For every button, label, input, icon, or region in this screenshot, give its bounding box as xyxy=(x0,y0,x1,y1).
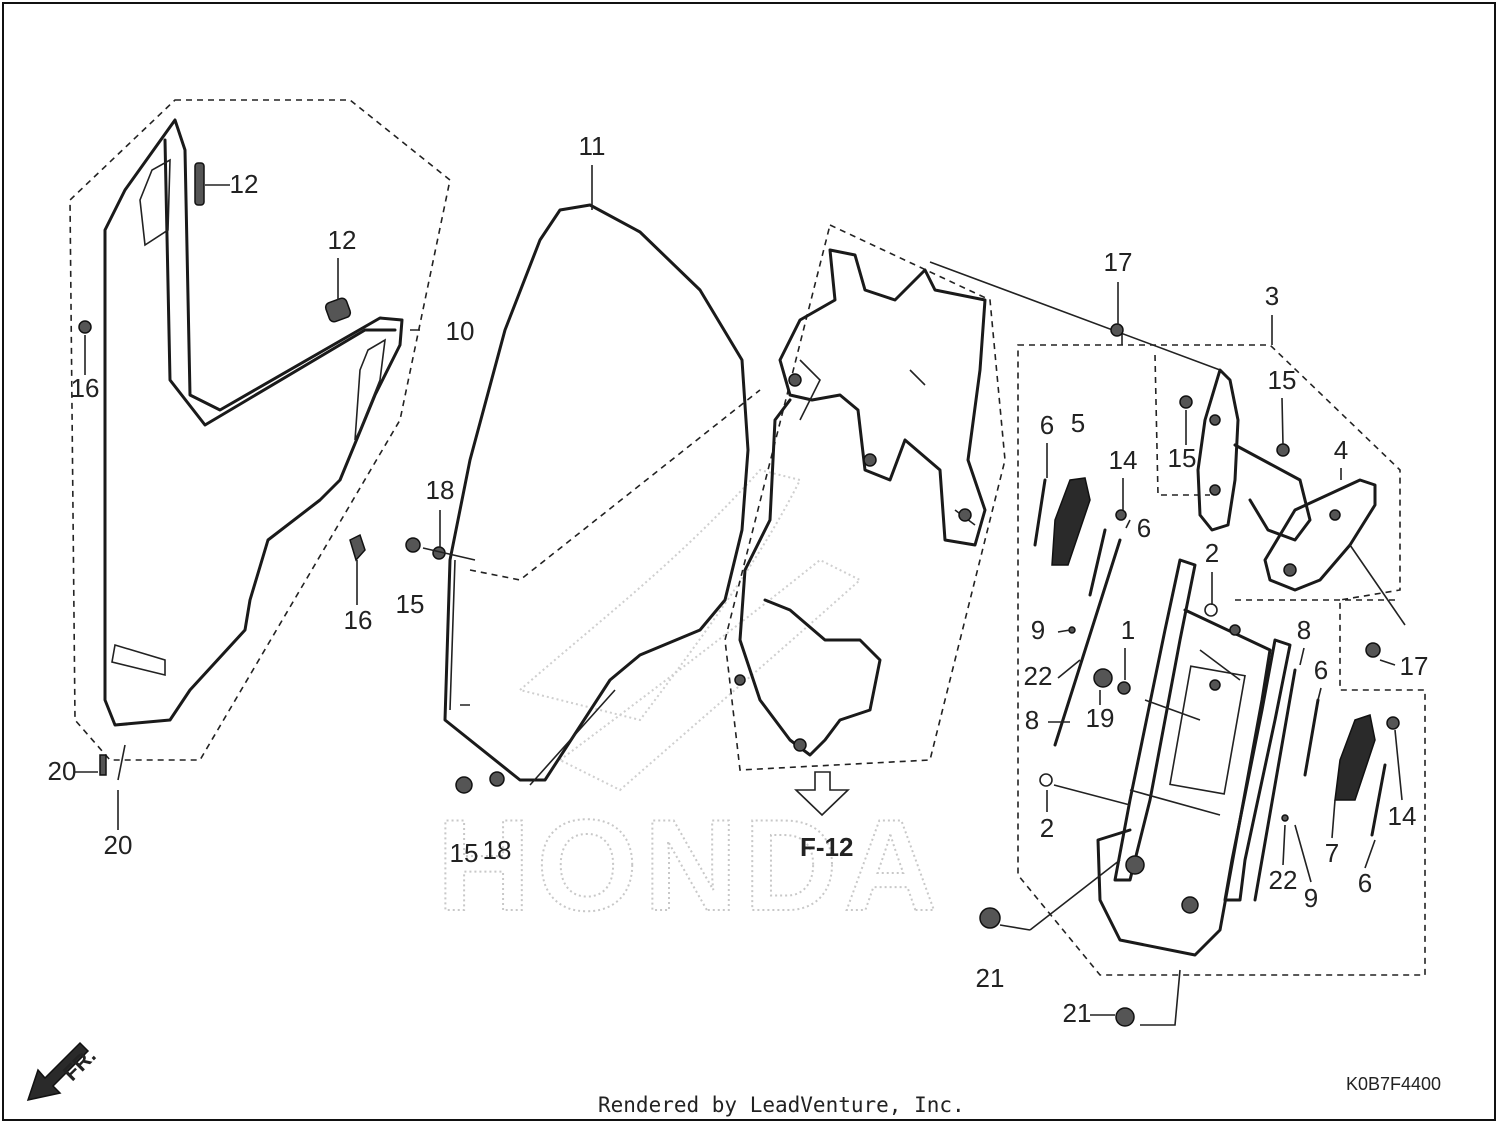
callout-12b: 12 xyxy=(328,225,357,255)
reference-arrow-f12 xyxy=(794,771,850,817)
bolt-15-right-b xyxy=(1276,443,1290,457)
callout-22b: 22 xyxy=(1269,865,1298,895)
front-direction-arrow-icon xyxy=(26,1041,90,1102)
clip-9-right xyxy=(1281,814,1289,822)
callout-6d: 6 xyxy=(1358,868,1372,898)
callout-7: 7 xyxy=(1325,838,1339,868)
washer-1 xyxy=(1117,681,1131,695)
spring-part-6-right-a xyxy=(1303,698,1320,777)
callout-16a: 16 xyxy=(71,373,100,403)
callout-15b: 15 xyxy=(450,838,479,868)
spring-part-6-mid xyxy=(1088,528,1107,597)
collar-2-upper xyxy=(1204,603,1218,617)
front-cowl-part-10 xyxy=(103,118,404,727)
callout-14a: 14 xyxy=(1109,445,1138,475)
bolt-14-upper xyxy=(1115,509,1127,521)
honda-watermark-logo: HONDA xyxy=(436,468,944,939)
callout-4: 4 xyxy=(1334,435,1348,465)
bolt-15-right-a xyxy=(1179,395,1193,409)
callout-9b: 9 xyxy=(1304,883,1318,913)
honda-badge xyxy=(111,643,166,677)
hinge-bracket-part-4 xyxy=(1263,478,1406,626)
reference-label-f12: F-12 xyxy=(800,832,854,862)
callout-17a: 17 xyxy=(1104,247,1133,277)
callout-15c: 15 xyxy=(1268,365,1297,395)
windscreen-part-11 xyxy=(443,203,750,786)
meter-bracket xyxy=(734,248,987,757)
callout-21a: 21 xyxy=(976,963,1005,993)
group-outline-bracket xyxy=(724,223,1006,771)
slider-part-5 xyxy=(1051,477,1091,566)
callout-15a: 15 xyxy=(396,589,425,619)
callout-6b: 6 xyxy=(1137,513,1151,543)
collar-2-lower xyxy=(1039,773,1053,787)
nut-15-lower xyxy=(455,776,473,794)
washer-18-lower xyxy=(489,771,505,787)
callout-21b: 21 xyxy=(1063,998,1092,1028)
callout-3: 3 xyxy=(1265,281,1279,311)
callout-17b: 17 xyxy=(1400,651,1429,681)
rod-part-8-left xyxy=(1053,519,1131,747)
callout-18a: 18 xyxy=(426,475,455,505)
callout-22a: 22 xyxy=(1024,661,1053,691)
group-outline-mechanism xyxy=(1017,344,1426,976)
callout-16b: 16 xyxy=(344,605,373,635)
bolt-14-lower xyxy=(1386,716,1400,730)
bolt-16-left xyxy=(78,320,92,334)
callout-labels: 12 12 10 16 16 20 20 11 18 15 15 18 17 3… xyxy=(48,131,1429,1028)
bolt-15-upper xyxy=(405,537,421,553)
screw-20-right xyxy=(117,744,126,781)
leader-17a xyxy=(929,261,1221,371)
callout-18b: 18 xyxy=(483,835,512,865)
bolt-16-center xyxy=(349,533,366,562)
grommet-12a xyxy=(194,162,205,206)
callout-5: 5 xyxy=(1071,408,1085,438)
callout-12a: 12 xyxy=(230,169,259,199)
callout-2a: 2 xyxy=(1205,538,1219,568)
callout-15d: 15 xyxy=(1168,443,1197,473)
callout-6c: 6 xyxy=(1314,655,1328,685)
rod-part-8-right xyxy=(1253,668,1297,902)
callout-14b: 14 xyxy=(1388,801,1417,831)
bolt-21-lower xyxy=(1115,1007,1135,1027)
spring-part-6-left xyxy=(1033,478,1047,547)
slider-part-7 xyxy=(1334,714,1376,801)
bolt-17-upper xyxy=(1110,323,1124,337)
leader-lines xyxy=(75,165,1403,1016)
callout-2b: 2 xyxy=(1040,813,1054,843)
callout-8b: 8 xyxy=(1297,615,1311,645)
callout-11: 11 xyxy=(579,131,606,161)
screw-20-left xyxy=(99,754,107,776)
hinge-plate-part-3 xyxy=(1196,368,1312,542)
bolt-21-left xyxy=(979,907,1001,929)
callout-10: 10 xyxy=(446,316,475,346)
callout-19: 19 xyxy=(1086,703,1115,733)
leader-screen-bracket xyxy=(469,389,761,581)
watermark-text: HONDA xyxy=(437,792,944,938)
group-outline-hinge xyxy=(1154,354,1400,601)
callout-9a: 9 xyxy=(1031,615,1045,645)
callout-20a: 20 xyxy=(48,756,77,786)
callout-20b: 20 xyxy=(104,830,133,860)
callout-1: 1 xyxy=(1121,615,1135,645)
callout-6a: 6 xyxy=(1040,410,1054,440)
group-outline-cowl xyxy=(69,99,451,761)
windscreen-adjuster-assembly xyxy=(1029,558,1292,1026)
grommet-12b xyxy=(324,297,352,323)
spring-part-6-right-b xyxy=(1370,763,1387,837)
callout-8a: 8 xyxy=(1025,705,1039,735)
diagram-code: K0B7F4400 xyxy=(1346,1074,1442,1094)
render-credit: Rendered by LeadVenture, Inc. xyxy=(598,1093,965,1117)
bolt-19 xyxy=(1093,668,1113,688)
bolt-17-lower xyxy=(1365,642,1381,658)
